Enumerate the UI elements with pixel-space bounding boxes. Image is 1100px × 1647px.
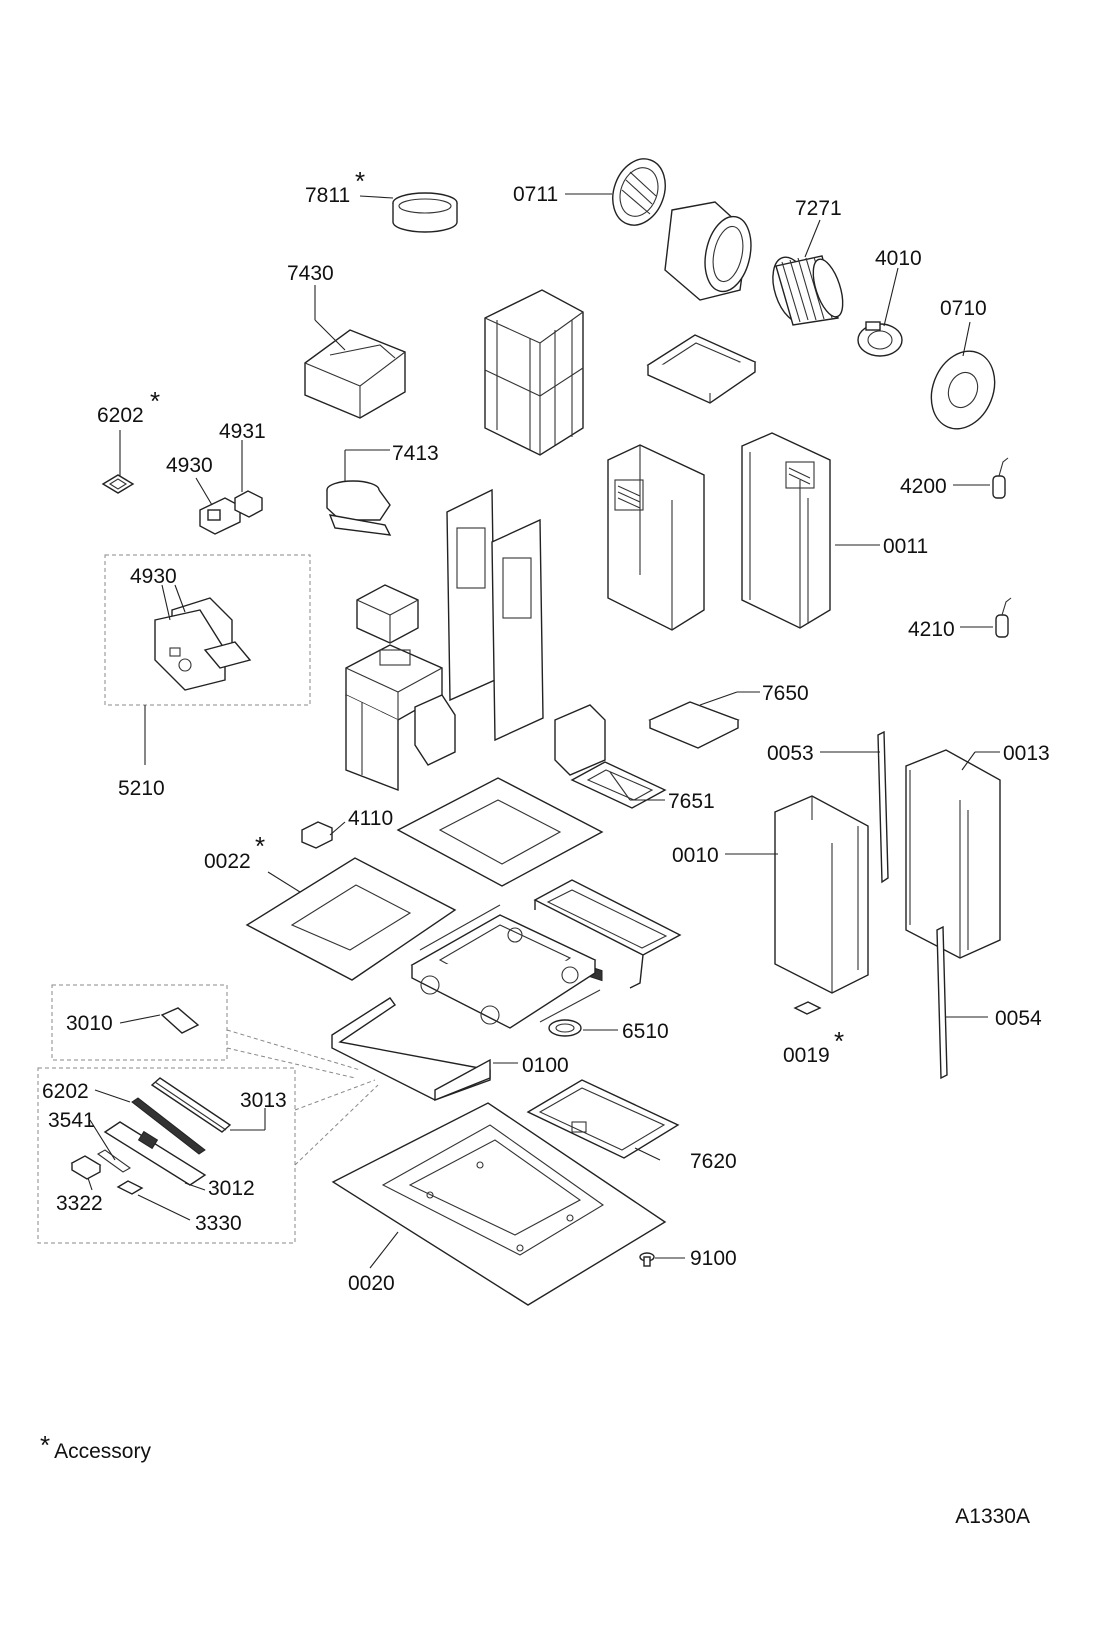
label-7651: 7651 — [668, 790, 715, 813]
label-3013: 3013 — [240, 1089, 287, 1112]
label-7430: 7430 — [287, 262, 334, 285]
part-4110-switch — [301, 821, 333, 849]
part-0013-chimney-cover — [905, 749, 1001, 959]
label-5210: 5210 — [118, 777, 165, 800]
part-support-frame — [646, 334, 757, 404]
label-4200: 4200 — [900, 475, 947, 498]
label-4210: 4210 — [908, 618, 955, 641]
part-3322-button — [70, 1155, 102, 1180]
part-4210-capacitor — [995, 597, 1012, 638]
part-4010-motor — [857, 321, 903, 357]
part-main-chassis — [410, 904, 601, 1029]
accessory-mark-0019: * — [834, 1026, 844, 1056]
label-7620: 7620 — [690, 1150, 737, 1173]
part-0053-strip — [877, 730, 889, 884]
label-4010: 4010 — [875, 247, 922, 270]
part-chimney-frame — [484, 289, 584, 456]
part-7413-adaptor — [326, 480, 392, 536]
part-7430-box — [304, 329, 406, 419]
part-9100-screw — [639, 1252, 655, 1267]
label-7413: 7413 — [392, 442, 439, 465]
label-3012: 3012 — [208, 1177, 255, 1200]
part-0710-plate — [930, 350, 996, 430]
part-fan-housing — [664, 201, 752, 301]
part-7650-filter-pad — [648, 701, 740, 749]
label-6510: 6510 — [622, 1020, 669, 1043]
part-6510-ring — [548, 1019, 582, 1037]
accessory-mark-7811: * — [355, 166, 365, 196]
label-0711: 0711 — [513, 183, 558, 206]
part-6202-lower-control-strip — [131, 1097, 206, 1155]
part-7811-ring — [392, 192, 458, 233]
label-0019: 0019 — [783, 1044, 830, 1067]
label-0100: 0100 — [522, 1054, 569, 1077]
part-3541-light-guide — [96, 1149, 132, 1173]
label-4110: 4110 — [348, 807, 393, 830]
accessory-footnote: *Accessory — [40, 1430, 151, 1464]
label-3541: 3541 — [48, 1109, 95, 1132]
part-3330-button — [116, 1180, 144, 1195]
part-side-frame — [533, 879, 682, 989]
label-4930-top: 4930 — [166, 454, 213, 477]
drawing-code: A1330A — [955, 1505, 1030, 1528]
part-0011-chimney-back — [741, 432, 831, 629]
accessory-mark-6202: * — [150, 386, 160, 416]
part-3010-clip — [160, 1007, 200, 1034]
label-0013: 0013 — [1003, 742, 1050, 765]
label-6202-top: 6202 — [97, 404, 144, 427]
part-0022-glass-panel — [245, 857, 457, 981]
part-0711-grille — [612, 158, 666, 226]
part-filler-block — [356, 584, 419, 644]
label-9100: 9100 — [690, 1247, 737, 1270]
label-3010: 3010 — [66, 1012, 113, 1035]
part-motor-housing-box — [345, 644, 443, 792]
part-filler-pad-left — [414, 694, 456, 766]
footnote-text: Accessory — [54, 1440, 151, 1463]
label-7811: 7811 — [305, 184, 350, 207]
footnote-star: * — [40, 1430, 51, 1460]
label-0011: 0011 — [883, 535, 928, 558]
part-4931-block — [234, 490, 263, 518]
label-7271: 7271 — [795, 197, 842, 220]
label-0710: 0710 — [940, 297, 987, 320]
part-3012-control-board — [103, 1121, 207, 1186]
part-7271-impeller — [772, 255, 844, 326]
part-4930-control-board — [154, 597, 252, 691]
label-0054: 0054 — [995, 1007, 1042, 1030]
label-3322: 3322 — [56, 1192, 103, 1215]
part-0100-front-frame — [331, 997, 491, 1102]
part-6202-top-small-plate — [101, 474, 135, 494]
accessory-mark-0022: * — [255, 831, 265, 861]
part-4930-bracket — [199, 497, 241, 535]
part-4200-capacitor — [992, 457, 1009, 499]
part-0054-strip — [936, 925, 948, 1080]
group-3010-frame — [51, 984, 228, 1061]
part-0019-label-plate — [793, 1001, 822, 1015]
label-7650: 7650 — [762, 682, 809, 705]
label-0010: 0010 — [672, 844, 719, 867]
part-chimney-front — [607, 444, 705, 631]
label-6202-lower: 6202 — [42, 1080, 89, 1103]
part-upper-glass-panel — [396, 777, 604, 887]
label-4930-box: 4930 — [130, 565, 177, 588]
part-duct-side-panels — [446, 488, 544, 742]
label-3330: 3330 — [195, 1212, 242, 1235]
part-3013-control-cover — [150, 1077, 232, 1133]
group-control-panel-frame — [37, 1067, 296, 1244]
label-0053: 0053 — [767, 742, 814, 765]
label-4931: 4931 — [219, 420, 266, 443]
part-7620-grease-filter — [526, 1079, 680, 1159]
part-0020-bottom-glass — [331, 1102, 667, 1306]
label-0022: 0022 — [204, 850, 251, 873]
part-filler-pad-right — [554, 704, 606, 776]
label-0020: 0020 — [348, 1272, 395, 1295]
part-0010-chimney-cover — [774, 795, 869, 994]
group-5210-frame — [104, 554, 311, 706]
